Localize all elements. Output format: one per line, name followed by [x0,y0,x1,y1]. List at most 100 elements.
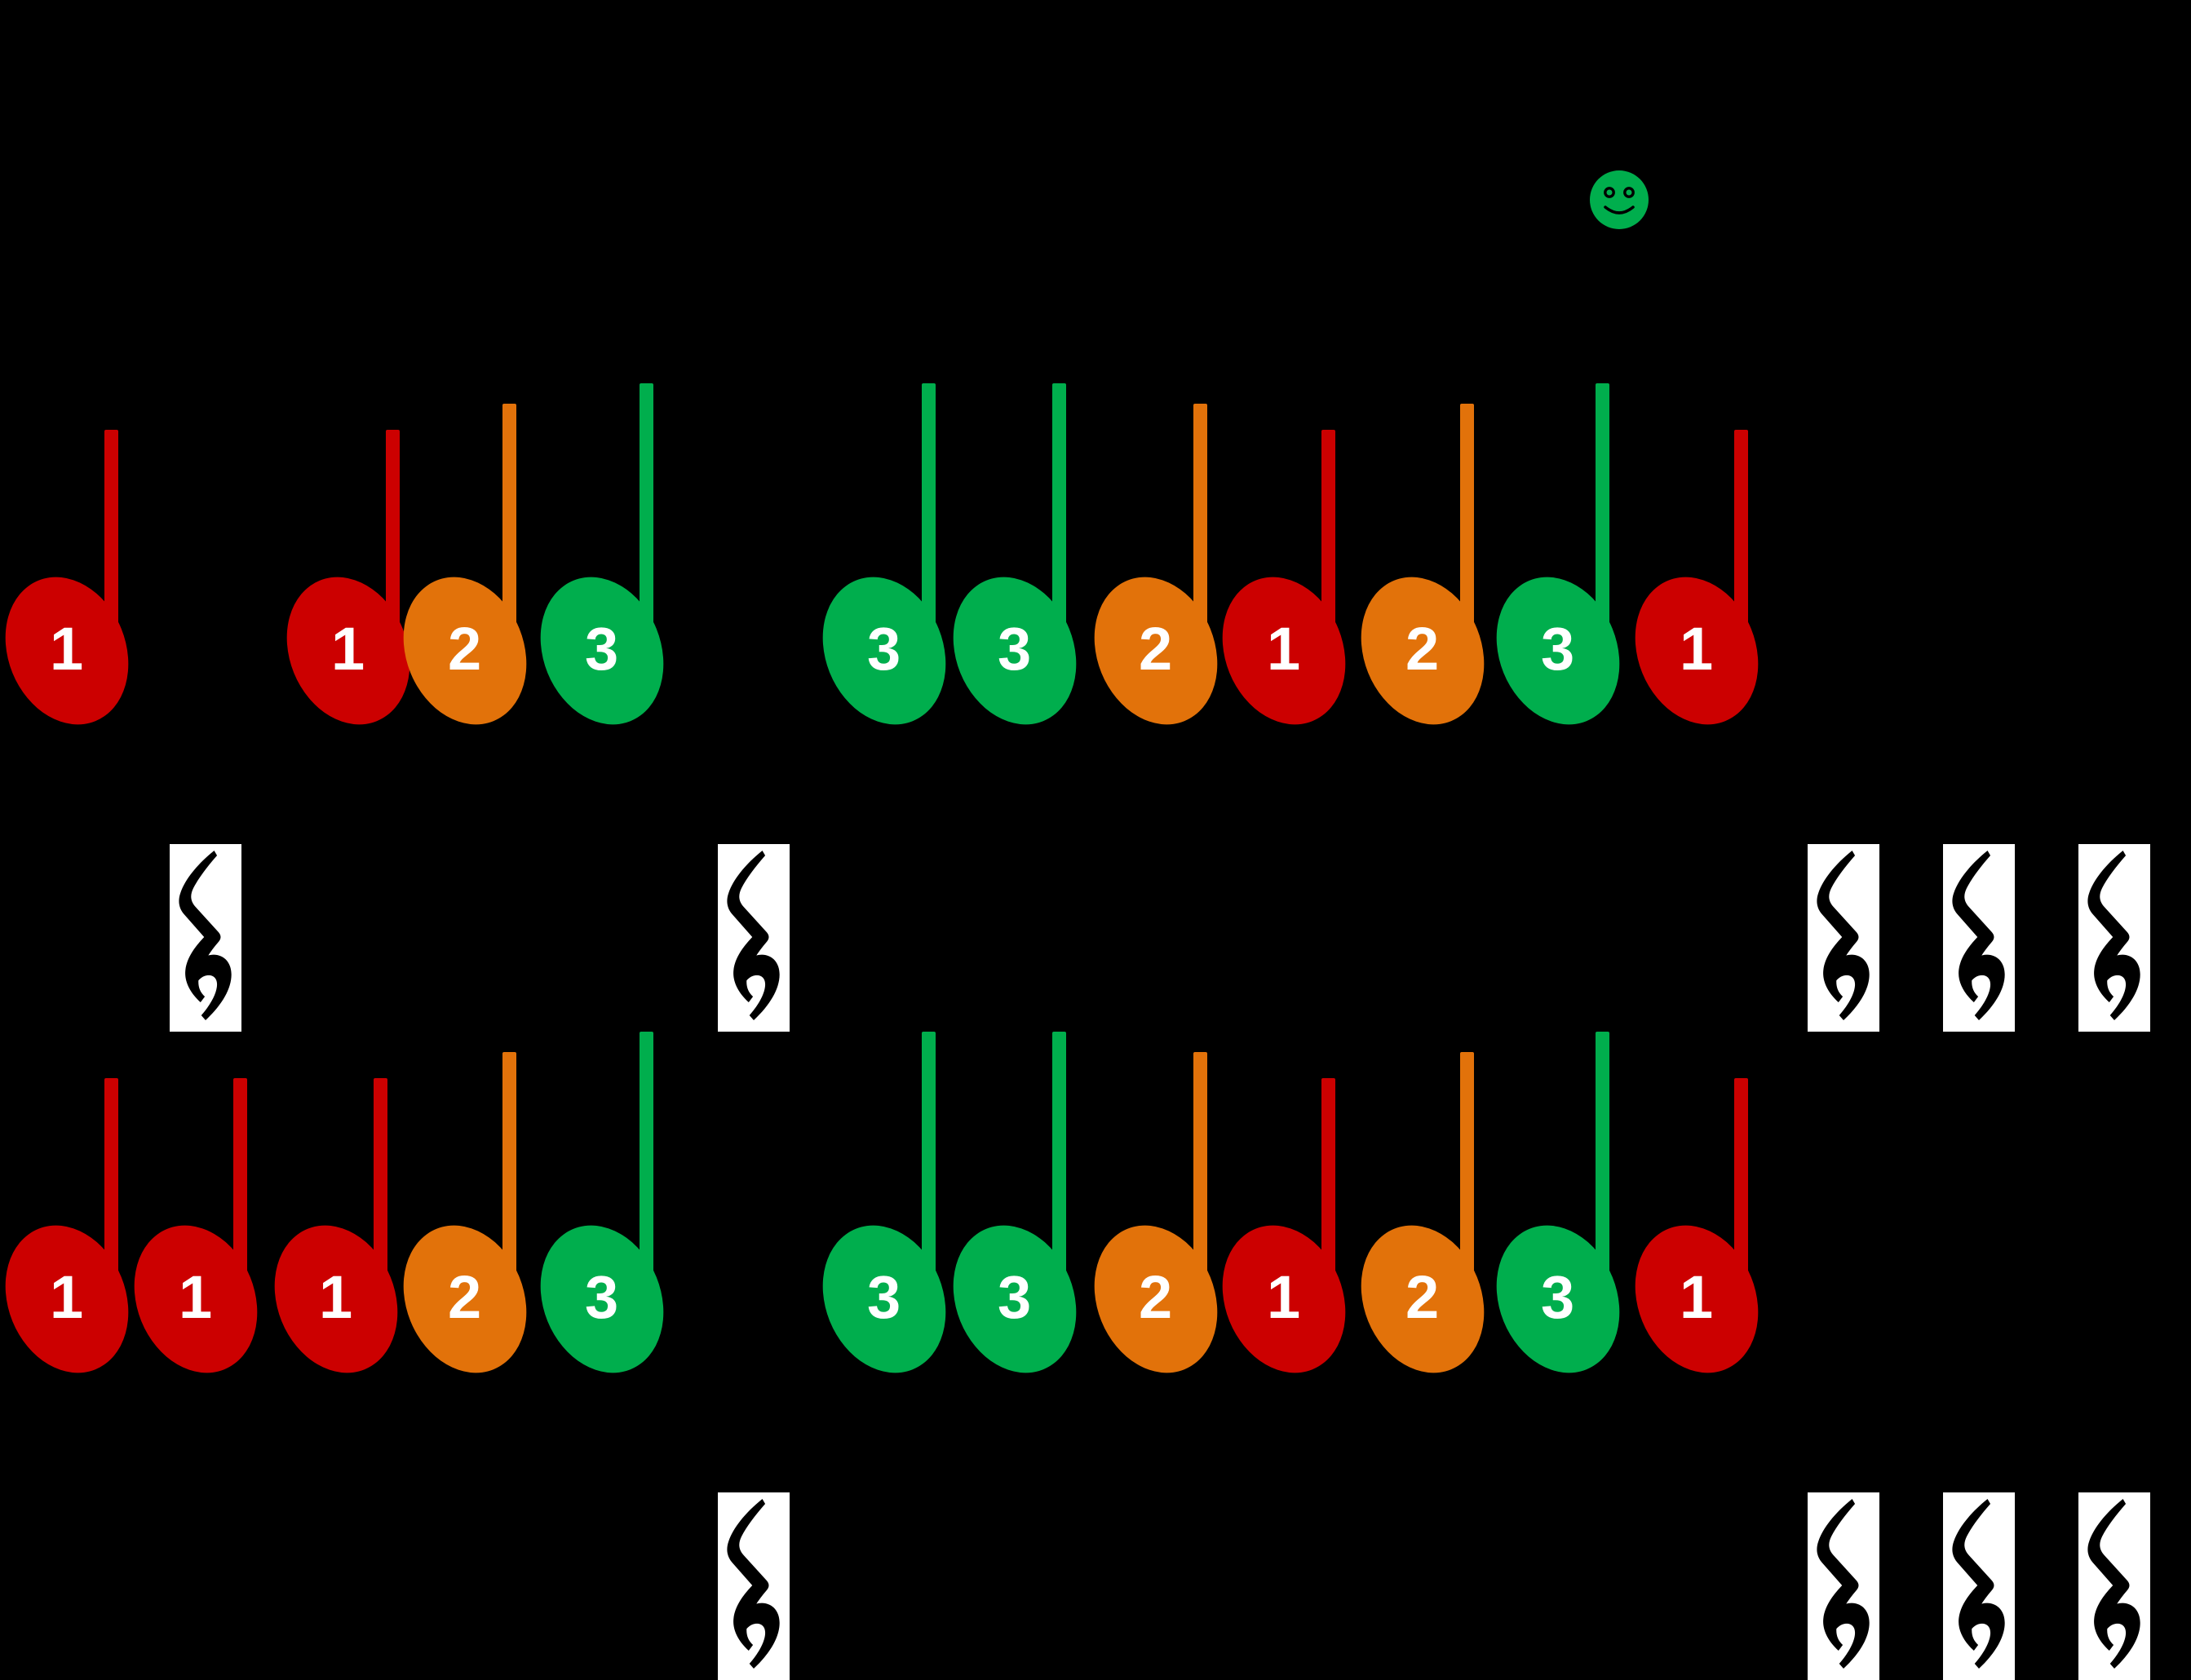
note-stem [640,1032,653,1301]
note-number-label: 2 [448,615,482,683]
note-1: 1 [0,1015,150,1392]
note-head: 1 [1613,558,1780,744]
quarter-rest-glyph [1952,1499,2005,1669]
note-head: 2 [1073,1206,1239,1392]
note-number-label: 1 [179,1263,213,1331]
note-stem [1734,1078,1748,1301]
note-3: 3 [1475,1015,1641,1392]
quarter-rest [718,844,790,1032]
note-3: 3 [1475,367,1641,744]
note-1: 1 [0,367,150,744]
note-head: 3 [519,558,685,744]
note-stem [1193,1052,1207,1301]
note-stem [1052,1032,1066,1301]
note-stem [502,404,516,652]
quarter-rest-glyph [2087,1499,2140,1669]
quarter-rest-glyph [1952,851,2005,1020]
note-number-label: 1 [1680,1263,1714,1331]
note-2: 2 [1073,1015,1239,1392]
note-1: 1 [113,1015,279,1392]
note-head: 1 [1201,1206,1367,1392]
note-number-label: 3 [1541,1263,1575,1331]
note-number-label: 1 [50,1263,84,1331]
note-stem [1460,1052,1474,1301]
note-stem [1734,430,1748,652]
note-head: 3 [801,558,967,744]
note-stem [922,1032,936,1301]
note-number-label: 2 [1405,1263,1440,1331]
note-stem [233,1078,247,1301]
quarter-rest-glyph [179,851,232,1020]
note-head: 2 [382,1206,548,1392]
note-number-label: 3 [585,1263,619,1331]
note-stem [374,1078,387,1301]
note-head: 3 [801,1206,967,1392]
note-stem [640,383,653,652]
note-head: 3 [1475,1206,1641,1392]
note-number-label: 2 [1139,1263,1173,1331]
note-stem [922,383,936,652]
note-3: 3 [801,1015,967,1392]
note-stem [1193,404,1207,652]
note-head: 2 [1073,558,1239,744]
note-head: 1 [1201,558,1367,744]
note-number-label: 1 [319,1263,353,1331]
note-number-label: 2 [1139,615,1173,683]
note-head: 3 [932,558,1098,744]
note-number-label: 1 [1267,1263,1301,1331]
note-stem [1460,404,1474,652]
note-3: 3 [932,1015,1098,1392]
note-number-label: 1 [1680,615,1714,683]
note-1: 1 [1613,367,1780,744]
note-head: 1 [1613,1206,1780,1392]
note-number-label: 3 [998,1263,1032,1331]
note-3: 3 [801,367,967,744]
note-number-label: 1 [331,615,365,683]
note-number-label: 1 [50,615,84,683]
note-3: 3 [519,367,685,744]
note-1: 1 [253,1015,419,1392]
smiley-face-icon [1589,170,1649,230]
note-head: 3 [519,1206,685,1392]
note-1: 1 [1201,367,1367,744]
note-1: 1 [1613,1015,1780,1392]
quarter-rest-glyph [727,851,780,1020]
note-head: 3 [1475,558,1641,744]
note-stem [1052,383,1066,652]
quarter-rest [1808,844,1879,1032]
note-2: 2 [1339,367,1506,744]
note-stem [1596,383,1609,652]
note-2: 2 [1073,367,1239,744]
note-head: 2 [1339,558,1506,744]
note-head: 1 [253,1206,419,1392]
note-head: 3 [932,1206,1098,1392]
note-stem [1596,1032,1609,1301]
note-head: 1 [0,558,150,744]
note-head: 1 [0,1206,150,1392]
note-number-label: 3 [1541,615,1575,683]
quarter-rest [2078,844,2150,1032]
note-1: 1 [265,367,432,744]
note-number-label: 1 [1267,615,1301,683]
note-stem [104,430,118,652]
note-stem [1321,1078,1335,1301]
quarter-rest-glyph [727,1499,780,1669]
note-2: 2 [1339,1015,1506,1392]
quarter-rest-glyph [1817,851,1870,1020]
note-3: 3 [932,367,1098,744]
quarter-rest [170,844,241,1032]
note-stem [104,1078,118,1301]
note-number-label: 2 [1405,615,1440,683]
note-2: 2 [382,367,548,744]
note-head: 1 [113,1206,279,1392]
quarter-rest [718,1492,790,1680]
note-number-label: 3 [867,615,901,683]
note-number-label: 3 [867,1263,901,1331]
note-stem [1321,430,1335,652]
note-head: 2 [382,558,548,744]
note-stem [502,1052,516,1301]
smiley-face-svg [1590,170,1649,229]
